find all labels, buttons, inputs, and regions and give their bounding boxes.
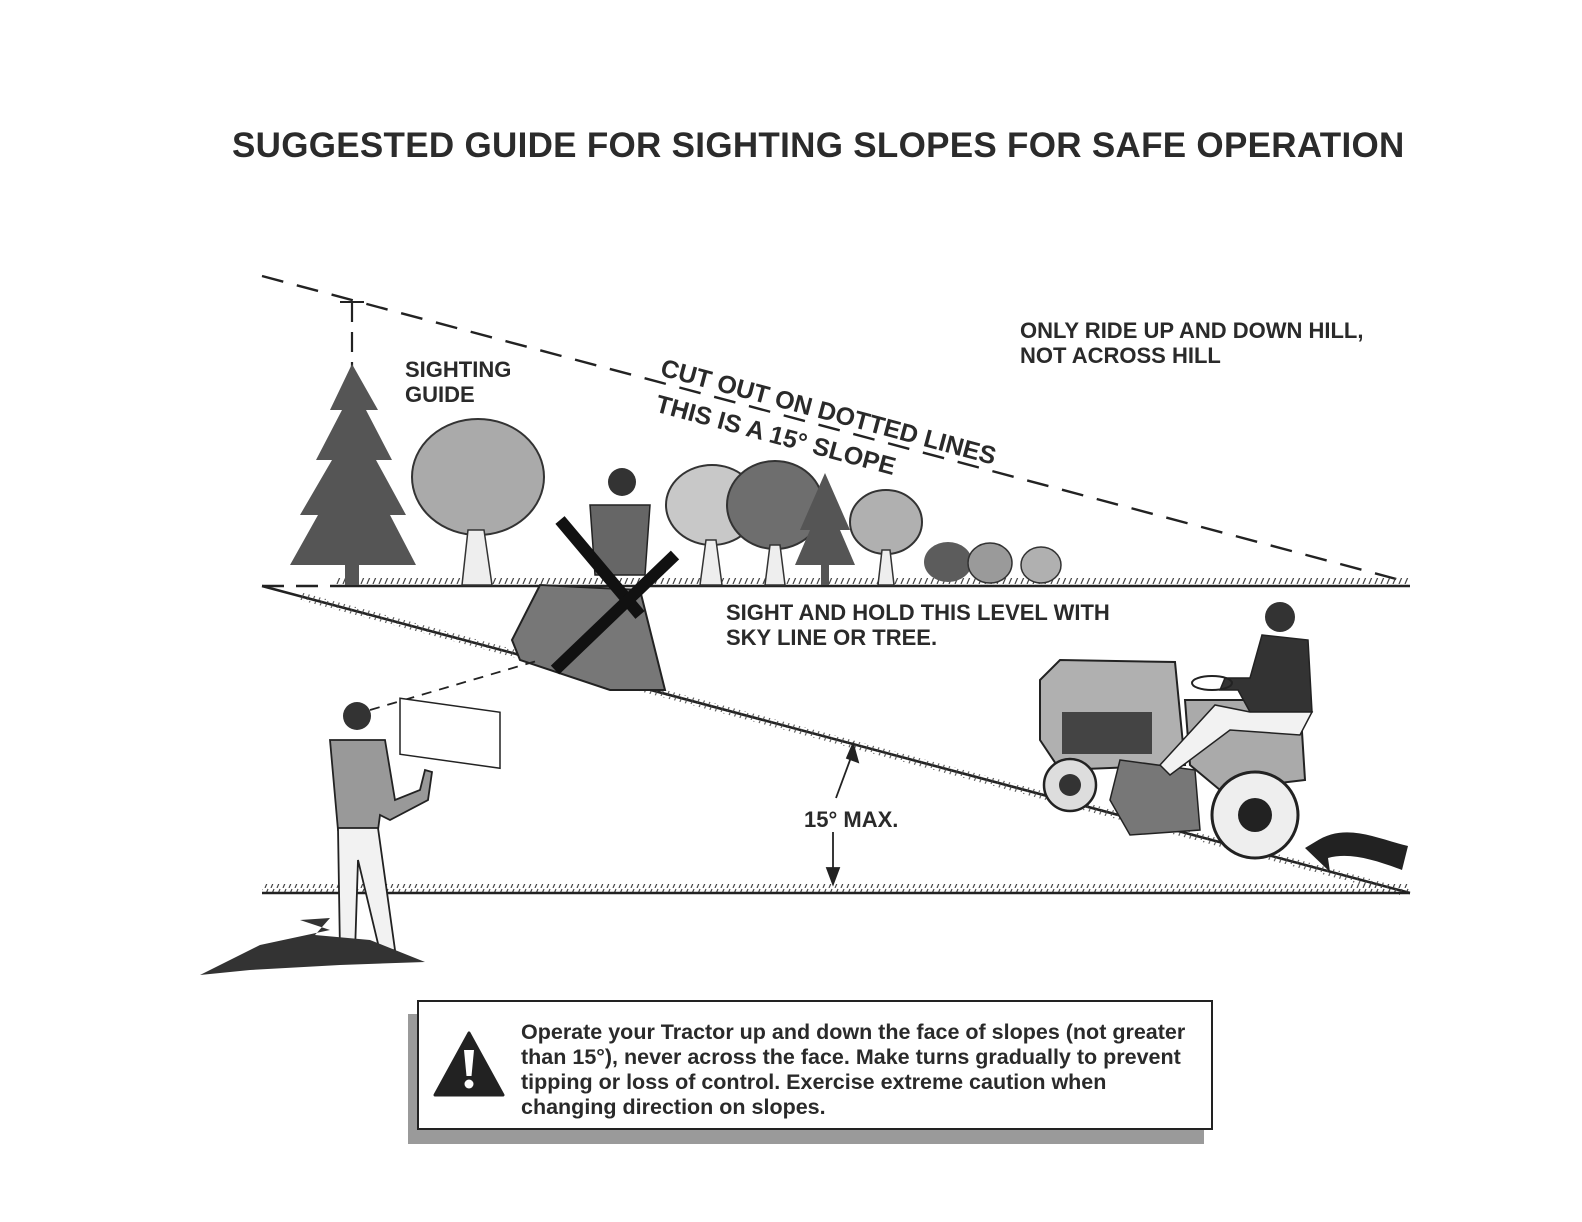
sighting-guide-line-1: SIGHTING (405, 357, 512, 382)
crossed-out-tractor (510, 468, 680, 691)
round-tree-3 (726, 460, 824, 586)
sighting-dashed-line (261, 274, 1401, 582)
pine-tree-large (290, 364, 416, 585)
round-tree-4 (849, 489, 923, 586)
bush-1 (924, 542, 972, 582)
ride-direction-note: ONLY RIDE UP AND DOWN HILL, NOT ACROSS H… (1020, 318, 1363, 368)
page-title: SUGGESTED GUIDE FOR SIGHTING SLOPES FOR … (232, 126, 1405, 165)
bush-2 (967, 542, 1013, 584)
ride-note-line-1: ONLY RIDE UP AND DOWN HILL, (1020, 318, 1364, 343)
bush-3 (1020, 546, 1062, 584)
lower-ground-line (262, 884, 1410, 892)
warning-box: Operate your Tractor up and down the fac… (417, 1000, 1213, 1130)
sighting-guide-line-2: GUIDE (405, 382, 475, 407)
hold-level-note: SIGHT AND HOLD THIS LEVEL WITH SKY LINE … (726, 600, 1110, 650)
warning-text: Operate your Tractor up and down the fac… (521, 1020, 1186, 1119)
riding-tractor (1039, 602, 1314, 860)
person-sighting (200, 659, 541, 975)
angle-arrows (825, 741, 860, 887)
hold-level-line-2: SKY LINE OR TREE. (726, 625, 938, 650)
ride-note-line-2: NOT ACROSS HILL (1020, 343, 1221, 368)
warning-triangle-icon (433, 1031, 505, 1097)
pine-tree-small (795, 473, 855, 585)
upper-ground-line (335, 578, 1410, 586)
max-angle-label: 15° MAX. (804, 807, 899, 832)
uphill-arrow (1305, 832, 1408, 872)
hold-level-line-1: SIGHT AND HOLD THIS LEVEL WITH (726, 600, 1110, 625)
sighting-guide-label: SIGHTING GUIDE (405, 357, 511, 407)
round-tree-1 (411, 418, 545, 586)
